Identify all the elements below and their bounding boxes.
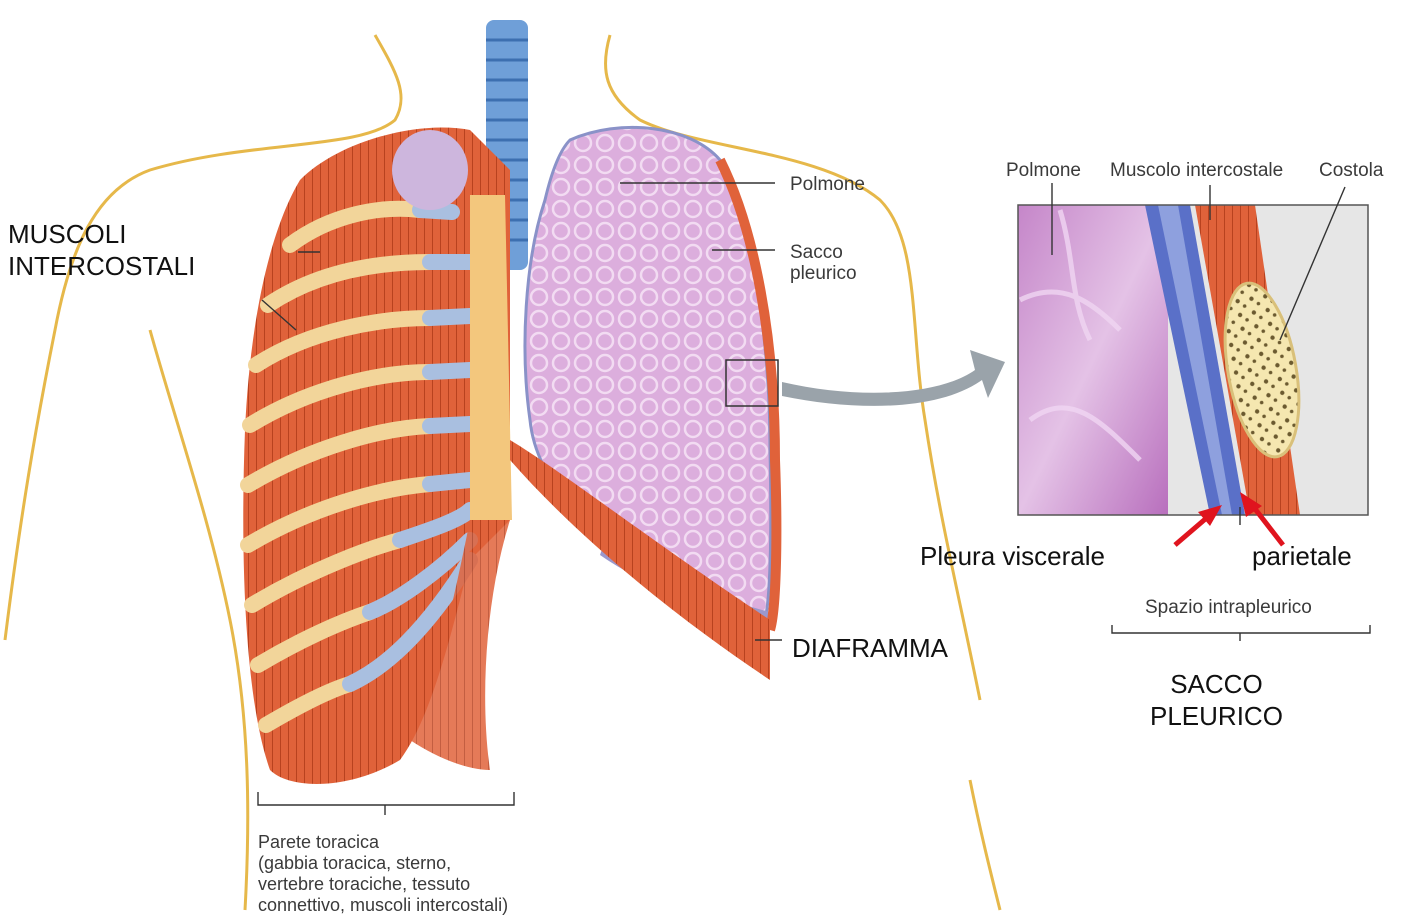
label-sacco-pleurico: Sacco pleurico <box>790 242 857 284</box>
label-pleura-viscerale: Pleura viscerale <box>920 540 1105 572</box>
label-parete-toracica: Parete toracica (gabbia toracica, sterno… <box>258 832 508 916</box>
lung-right <box>510 127 778 680</box>
label-muscoli-intercostali: MUSCOLI INTERCOSTALI <box>8 218 195 282</box>
label-spazio-intrapleurico: Spazio intrapleurico <box>1145 597 1312 618</box>
inset-label-costola: Costola <box>1319 160 1383 181</box>
label-sacco-pleurico-big: SACCO PLEURICO <box>1150 668 1283 732</box>
zoom-arrow <box>782 350 1005 406</box>
label-polmone: Polmone <box>790 174 865 195</box>
label-diaframma: DIAFRAMMA <box>792 632 948 664</box>
inset-panel <box>1018 205 1368 515</box>
rib-cage-left <box>243 127 512 783</box>
label-parietale: parietale <box>1252 540 1352 572</box>
inset-label-polmone: Polmone <box>1006 160 1081 181</box>
inset-label-muscolo-intercostale: Muscolo intercostale <box>1110 160 1283 181</box>
